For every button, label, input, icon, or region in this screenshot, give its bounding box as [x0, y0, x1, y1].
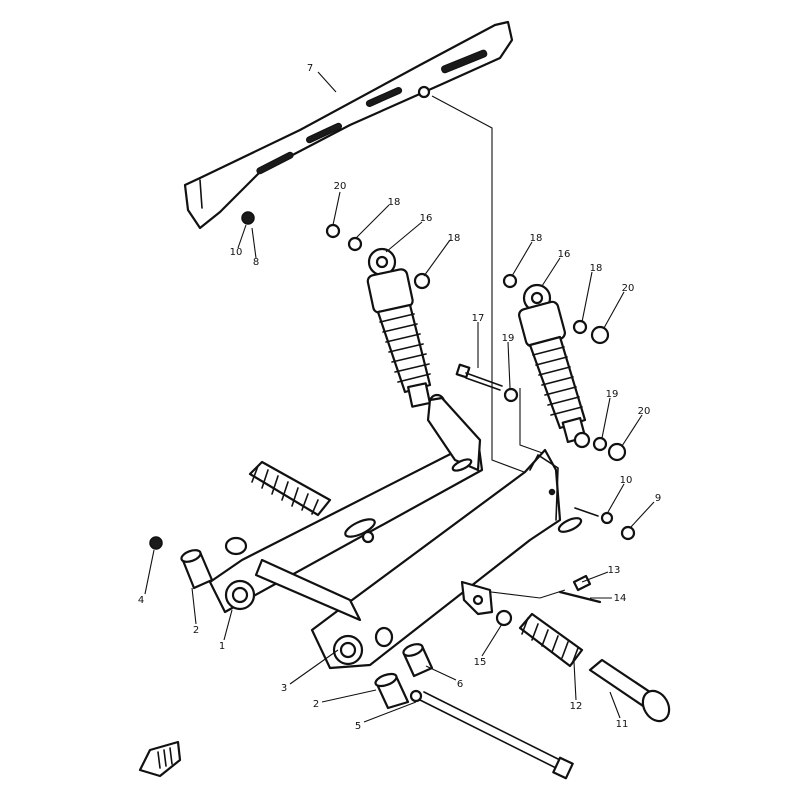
leader-lines [144, 71, 655, 723]
callout-20: 20 [334, 181, 347, 192]
callout-15: 15 [474, 657, 487, 668]
front-arrow-icon [138, 740, 182, 778]
callout-2: 2 [313, 699, 319, 710]
callout-8: 8 [253, 257, 259, 268]
spring-upper [248, 460, 332, 517]
callout-14: 14 [614, 593, 627, 604]
callout-20: 20 [622, 283, 635, 294]
callout-4: 4 [138, 595, 144, 606]
callout-7: 7 [307, 63, 313, 74]
callout-1: 1 [219, 641, 225, 652]
callout-9: 9 [655, 493, 661, 504]
callout-17: 17 [472, 313, 485, 324]
callout-16: 16 [558, 249, 571, 260]
callout-18: 18 [388, 197, 401, 208]
callout-5: 5 [355, 721, 361, 732]
callout-18: 18 [590, 263, 603, 274]
callout-18: 18 [448, 233, 461, 244]
callout-19: 19 [606, 389, 619, 400]
callout-11: 11 [616, 719, 629, 730]
callout-18: 18 [530, 233, 543, 244]
fasteners [149, 223, 636, 627]
callout-13: 13 [608, 565, 621, 576]
bolt-17 [455, 363, 503, 391]
rear-arm [208, 396, 583, 670]
callout-10: 10 [620, 475, 633, 486]
callout-20: 20 [638, 406, 651, 417]
callout-3: 3 [281, 683, 287, 694]
collars [180, 536, 434, 710]
pivot-shaft-11 [588, 658, 671, 723]
callout-10: 10 [230, 247, 243, 258]
callout-19: 19 [502, 333, 515, 344]
callout-6: 6 [457, 679, 463, 690]
long-bolt-5 [409, 689, 574, 780]
callout-2: 2 [193, 625, 199, 636]
shock-absorber-left [366, 247, 446, 411]
callout-16: 16 [420, 213, 433, 224]
callout-labels: 7 10 8 20 18 16 18 18 16 18 20 17 19 19 … [138, 63, 661, 732]
shock-absorber-right [518, 283, 591, 449]
spring-12 [518, 612, 584, 668]
chain-guard [183, 20, 514, 230]
callout-12: 12 [570, 701, 583, 712]
